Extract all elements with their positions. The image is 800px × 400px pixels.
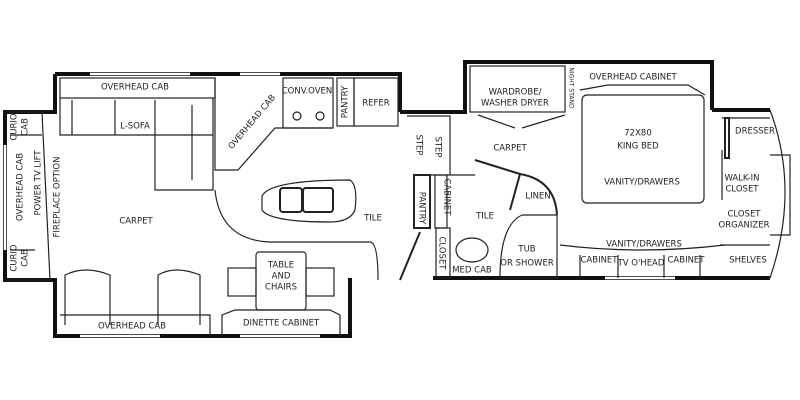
label-table-3: CHAIRS (265, 283, 297, 293)
label-dresser: DRESSER (735, 127, 775, 137)
label-cabinet-bath: CABINET (442, 178, 452, 216)
label-table-2: AND (272, 272, 291, 282)
label-closet-organizer-2: ORGANIZER (719, 221, 770, 231)
label-overhead-cab-bottom: OVERHEAD CAB (98, 322, 166, 332)
label-wardrobe-2: WASHER DRYER (481, 99, 549, 109)
label-tile-bath: TILE (475, 212, 494, 222)
label-pantry-kitchen: PANTRY (341, 85, 351, 118)
label-tub-2: OR SHOWER (500, 259, 554, 269)
label-dinette-cabinet: DINETTE CABINET (243, 319, 320, 329)
label-tv-ohead: TV O'HEAD (617, 259, 665, 269)
label-closet-bath: CLOSET (437, 236, 447, 270)
label-carpet-living: CARPET (119, 217, 153, 227)
label-linen: LINEN (525, 192, 550, 202)
label-walk-in-2: CLOSET (725, 185, 759, 195)
label-med-cab: MED CAB (452, 266, 492, 276)
label-closet-organizer-1: CLOSET (727, 210, 761, 220)
label-shelves: SHELVES (729, 256, 767, 266)
label-carpet-bedroom: CARPET (493, 144, 527, 154)
label-pantry-bedroom: PANTRY (417, 192, 427, 225)
label-overhead-cab-kitchen: OVERHEAD CAB (227, 93, 279, 152)
label-conv-oven: CONV.OVEN (282, 87, 333, 97)
label-overhead-cab-top: OVERHEAD CAB (101, 83, 169, 93)
label-refer: REFER (362, 99, 390, 109)
label-power-tv-lift: POWER TV LIFT (34, 150, 44, 216)
label-curio-cab-bottom-2: CAB (21, 249, 31, 267)
label-king-bed-1: 72X80 (624, 129, 651, 139)
label-walk-in-1: WALK-IN (724, 174, 759, 184)
label-curio-cab-bottom-1: CURIO (10, 244, 20, 272)
interior-fixtures (10, 65, 791, 336)
label-night-stand: NIGHT STAND (568, 67, 575, 109)
label-cabinet-right: CABINET (667, 256, 705, 266)
label-tile-kitchen: TILE (363, 214, 382, 224)
label-curio-cab-top-2: CAB (21, 118, 31, 136)
label-king-bed-2: KING BED (617, 142, 659, 152)
label-fireplace-option: FIREPLACE OPTION (53, 157, 63, 238)
label-table-1: TABLE (267, 261, 294, 271)
label-tub-1: TUB (517, 245, 535, 255)
label-curio-cab-top-1: CURIO (10, 113, 20, 141)
exterior-walls (3, 60, 786, 338)
label-vanity-drawers: VANITY/DRAWERS (606, 240, 682, 250)
label-step-2: STEP (433, 136, 443, 157)
label-cabinet-left: CABINET (580, 256, 618, 266)
label-overhead-cabinet: OVERHEAD CABINET (589, 73, 677, 83)
label-vanity-drawers-bed: VANITY/DRAWERS (604, 178, 680, 188)
label-step-1: STEP (414, 134, 424, 155)
label-l-sofa: L-SOFA (120, 122, 150, 132)
label-wardrobe-1: WARDROBE/ (489, 88, 542, 98)
label-overhead-cab-front: OVERHEAD CAB (16, 153, 26, 221)
room-labels: OVERHEAD CAB L-SOFA OVERHEAD CAB CONV.OV… (10, 67, 776, 331)
